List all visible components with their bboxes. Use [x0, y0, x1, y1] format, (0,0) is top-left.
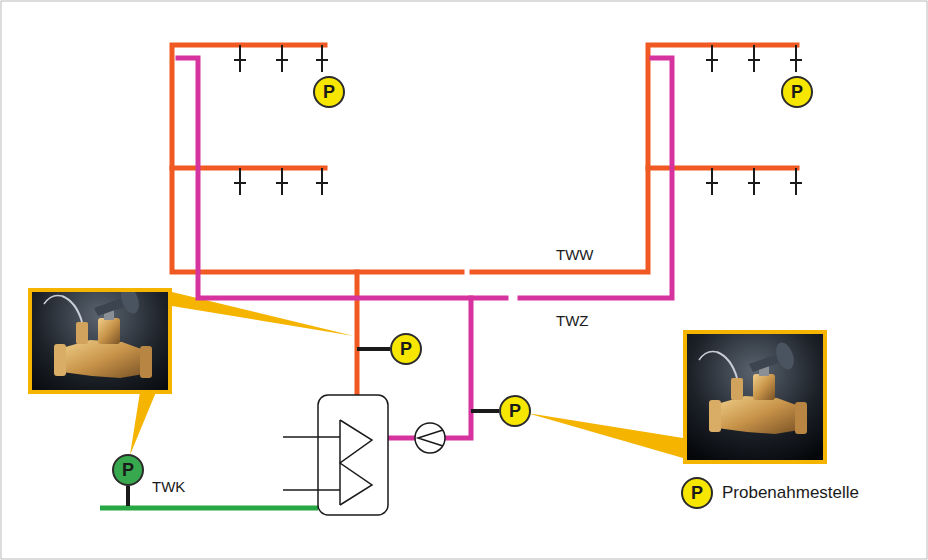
- tww-pipe: [172, 45, 462, 272]
- valve-photo: [32, 278, 168, 404]
- pipe-label: TWZ: [556, 312, 588, 329]
- twz-pipe: [388, 436, 414, 441]
- twk-pipe: [100, 506, 318, 511]
- sampling-point-letter: P: [400, 340, 412, 358]
- sampling-stub: [471, 409, 499, 413]
- pipe-label-text: TWK: [152, 478, 185, 495]
- valve-photo: [687, 334, 823, 460]
- pump-symbol: [418, 430, 443, 446]
- valve-photo: [683, 330, 827, 464]
- sampling-point-circle: P: [681, 477, 713, 509]
- sampling-point-letter: P: [509, 402, 521, 420]
- storage-tank: [283, 420, 372, 505]
- tap-symbol: [234, 45, 802, 195]
- legend-entry: Probenahmestelle: [722, 483, 859, 503]
- twz-pipe: [520, 58, 672, 298]
- storage-tank: [283, 436, 340, 438]
- pipe-label: TWK: [152, 478, 185, 495]
- twz-pipe: [178, 58, 506, 298]
- sampling-point-letter: P: [323, 83, 335, 101]
- valve-photo: [687, 334, 823, 460]
- pipe-label-text: TWW: [556, 246, 593, 263]
- pump-symbol: [415, 423, 445, 453]
- valve-photo: [32, 278, 168, 404]
- sampling-point-circle: P: [390, 333, 422, 365]
- sampling-point-circle: P: [781, 76, 813, 108]
- sampling-point-letter: P: [791, 83, 803, 101]
- pipe-label: TWW: [556, 246, 593, 263]
- legend-text: Probenahmestelle: [722, 483, 859, 502]
- callout-wedge: [130, 392, 156, 455]
- callout-wedge: [527, 413, 683, 458]
- tap-symbol: [706, 45, 802, 72]
- storage-tank: [318, 395, 388, 515]
- sampling-point-circle: P: [313, 76, 345, 108]
- storage-tank: [283, 395, 388, 515]
- callout-wedge: [130, 292, 683, 458]
- sampling-point-letter: P: [691, 484, 703, 502]
- tww-pipe: [355, 272, 360, 395]
- sampling-stub: [126, 486, 130, 506]
- twz-pipe: [178, 58, 672, 438]
- tap-symbol: [234, 168, 328, 195]
- twz-pipe: [446, 298, 471, 438]
- sampling-stub: [128, 349, 499, 506]
- tap-symbol: [706, 168, 802, 195]
- sampling-point-letter: P: [122, 461, 134, 479]
- sampling-point-circle: P: [499, 395, 531, 427]
- pipe-label-text: TWZ: [556, 312, 588, 329]
- storage-tank: [283, 489, 340, 491]
- valve-photo: [683, 330, 827, 464]
- sampling-stub: [357, 347, 390, 351]
- tww-pipe: [172, 166, 325, 171]
- pump-symbol: [415, 423, 445, 453]
- storage-tank: [340, 420, 372, 505]
- valve-photo: [28, 278, 172, 404]
- storage-tank: [339, 420, 341, 505]
- tap-symbol: [234, 45, 328, 72]
- sampling-point-circle: P: [112, 454, 144, 486]
- tww-pipe: [472, 45, 797, 272]
